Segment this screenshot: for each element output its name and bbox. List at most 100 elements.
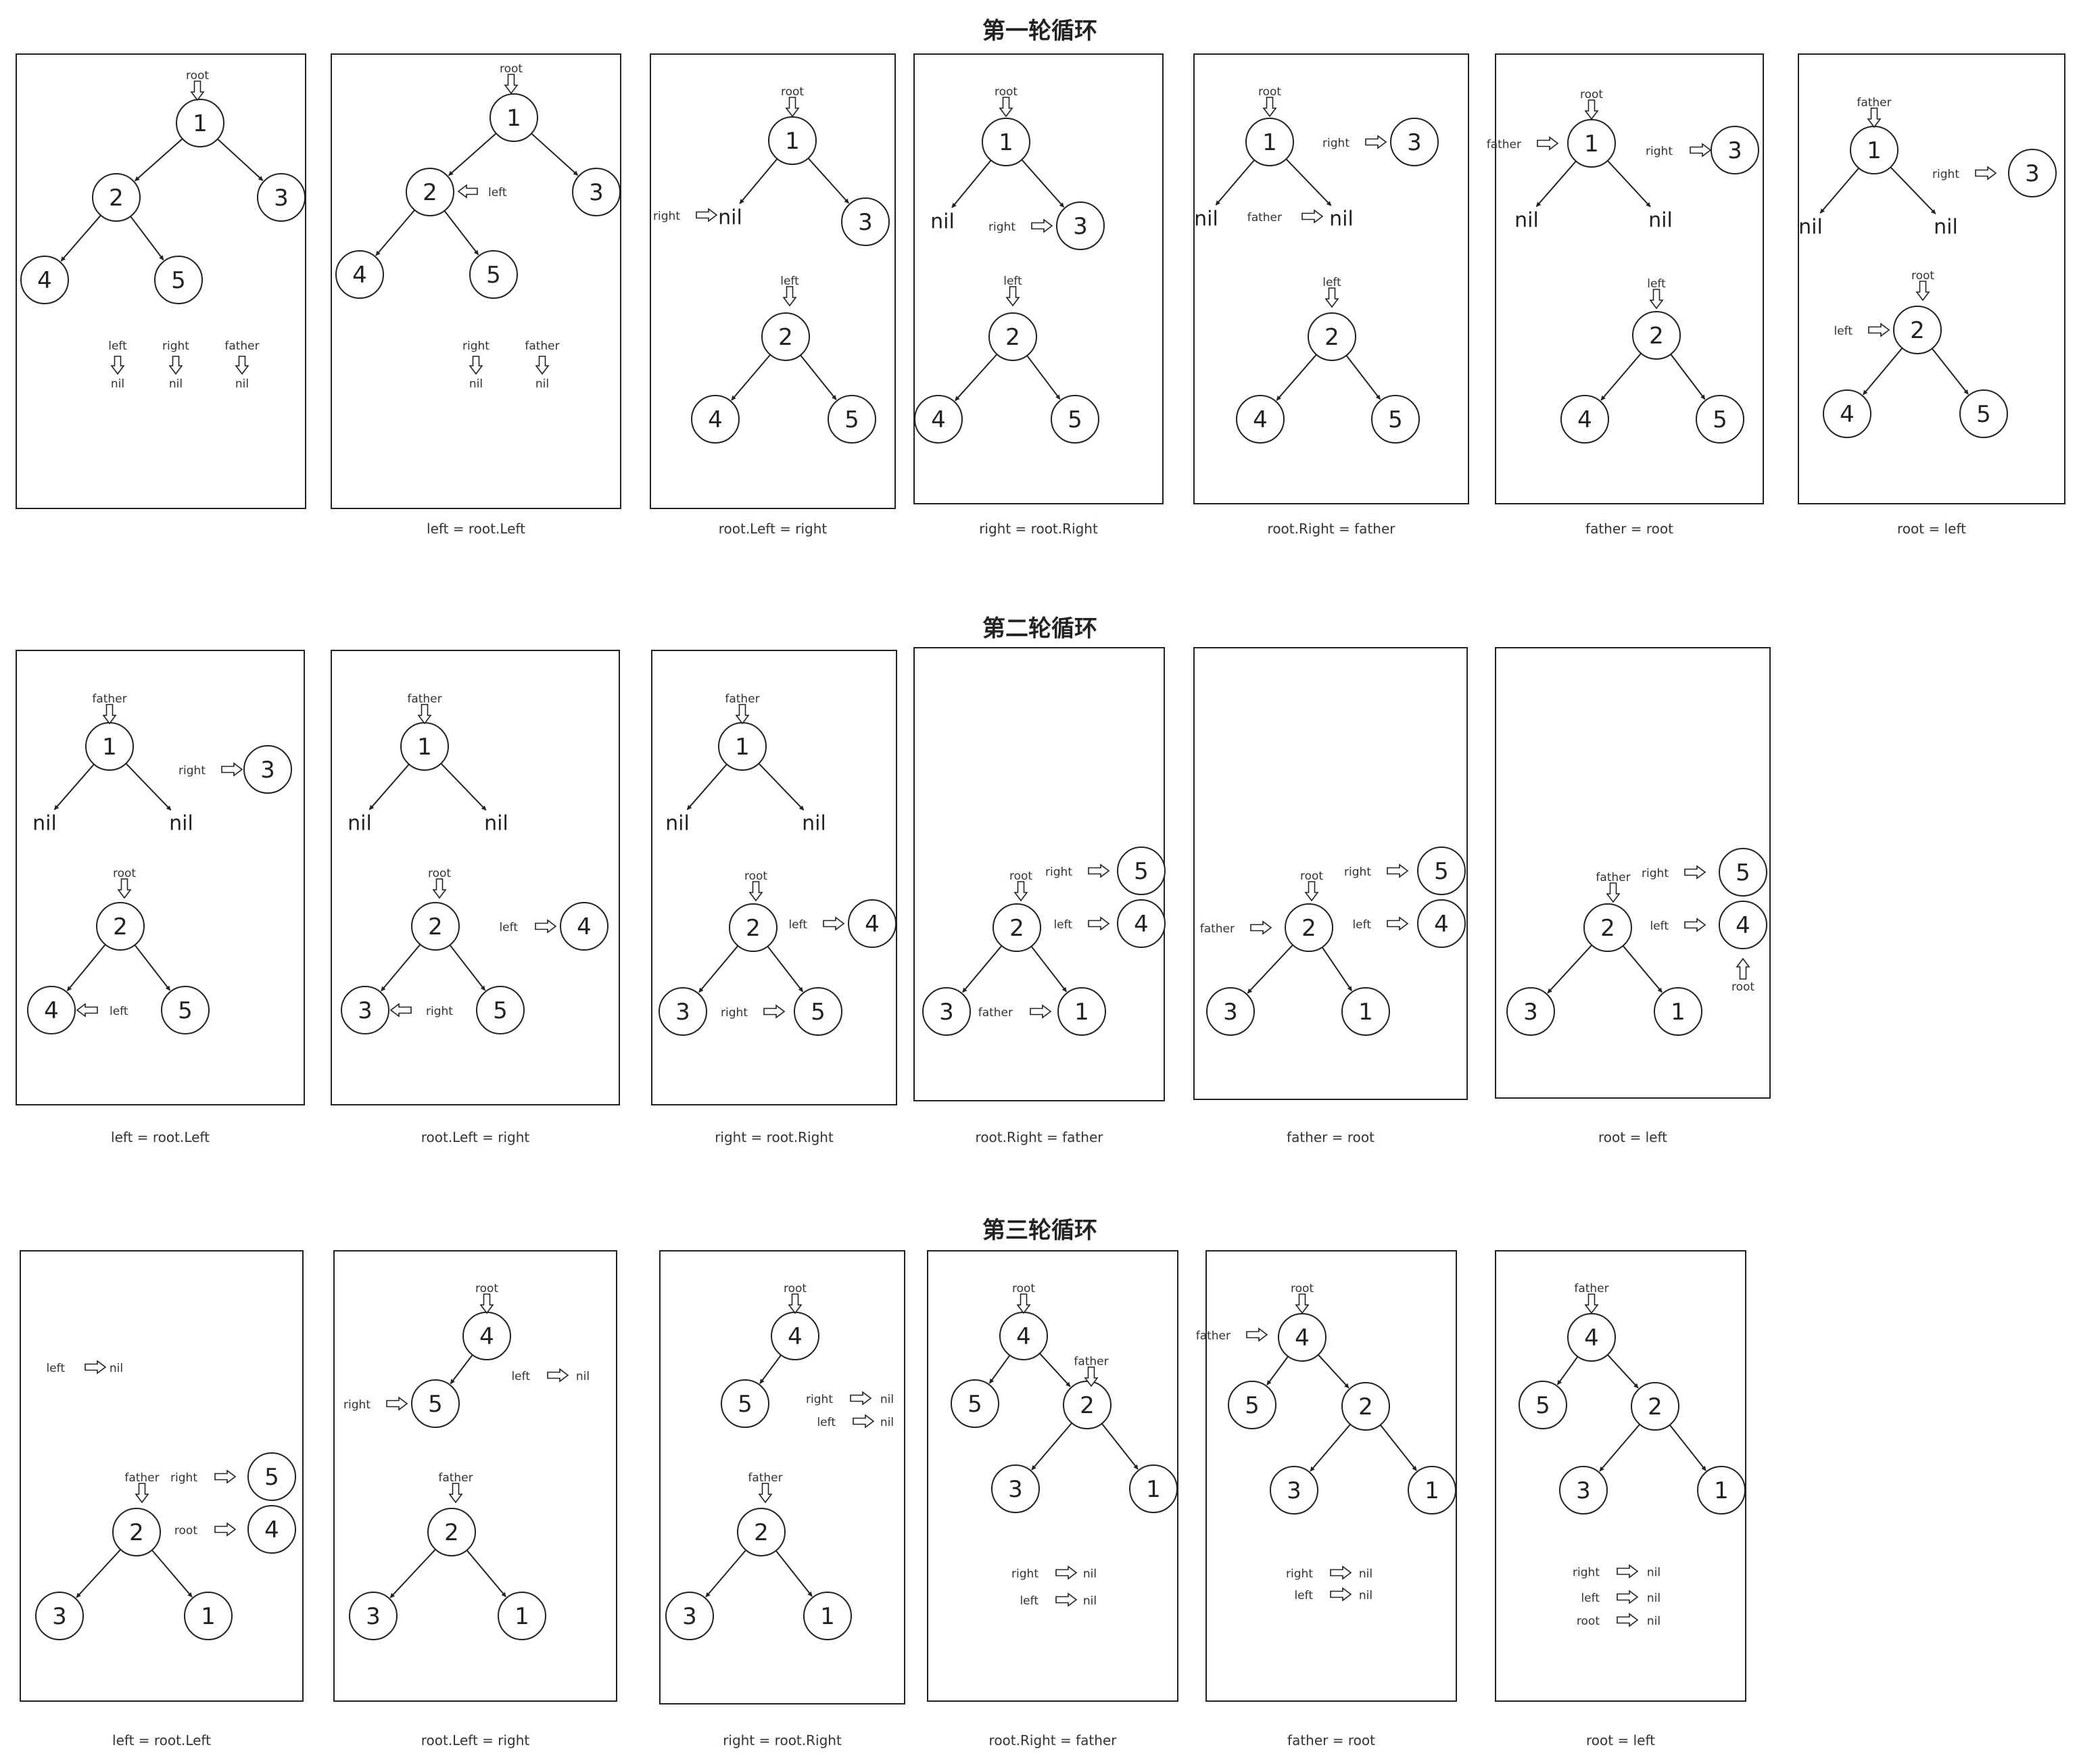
tree-node: 3 <box>1056 201 1105 250</box>
node-label: 2 <box>428 913 443 940</box>
node-label: 4 <box>1584 1325 1599 1352</box>
node-circle <box>1654 987 1702 1036</box>
pointer-label: father <box>1596 871 1630 884</box>
tree-node: 5 <box>1371 395 1420 444</box>
node-label: 2 <box>746 915 761 942</box>
node-circle <box>1417 899 1466 948</box>
pointer-label: father <box>224 339 259 353</box>
node-circle <box>691 395 740 444</box>
nil-target: nil <box>880 1393 894 1406</box>
node-circle <box>1893 306 1942 354</box>
round-title: 第二轮循环 <box>982 615 1097 642</box>
pointer-left: left <box>76 1003 128 1018</box>
node-circle <box>1236 395 1285 444</box>
hollow-arrow-icon <box>214 1522 237 1537</box>
tree-node: 1 <box>489 93 538 142</box>
node-label: 3 <box>939 999 954 1026</box>
node-circle <box>1129 1464 1178 1513</box>
nil-label: nil <box>1798 216 1823 239</box>
hollow-arrow-icon <box>788 1293 803 1314</box>
node-label: 2 <box>113 913 128 940</box>
step-caption: root = left <box>1586 1732 1655 1748</box>
tree-edge <box>389 1548 436 1598</box>
tree-node: 5 <box>1417 847 1466 895</box>
tree-node: 5 <box>161 986 210 1034</box>
node-circle <box>982 118 1030 166</box>
nil-target: nil <box>1083 1567 1097 1581</box>
step-caption: root.Left = right <box>421 1129 530 1145</box>
pointer-label: right <box>1286 1567 1313 1581</box>
node-circle <box>1390 118 1439 166</box>
pointer-label: left <box>511 1370 530 1383</box>
hollow-arrow-icon <box>1016 1293 1031 1314</box>
hollow-arrow-icon <box>748 881 763 902</box>
node-label: 4 <box>264 1517 279 1544</box>
pointer-father: father <box>407 692 442 725</box>
pointer-father: father <box>1196 1327 1268 1343</box>
tree-node: 4 <box>999 1312 1048 1360</box>
tree-edge <box>767 946 804 993</box>
tree-node: 1 <box>1697 1466 1746 1515</box>
pointer-label: father <box>525 339 559 353</box>
hollow-arrow-icon <box>785 97 800 118</box>
pointer-label: left <box>817 1416 836 1429</box>
tree-edge <box>440 763 487 811</box>
pointer-label: left <box>1003 275 1022 288</box>
tree-node: 4 <box>1560 395 1609 444</box>
step-caption: father = root <box>1585 521 1673 537</box>
node-label: 4 <box>1253 406 1268 433</box>
pointer-father: father <box>1247 209 1324 224</box>
tree-node: 4 <box>1236 395 1285 444</box>
node-label: 2 <box>444 1519 459 1546</box>
pointer-label: root <box>784 1282 807 1295</box>
node-label: 3 <box>1523 999 1538 1026</box>
hollow-arrow-icon <box>1868 323 1890 337</box>
tree-node: 3 <box>841 197 890 246</box>
tree-node: 1 <box>1654 987 1702 1036</box>
nil-target: nil <box>1359 1567 1372 1581</box>
pointer-root: root <box>784 1282 807 1314</box>
hollow-arrow-icon <box>1690 143 1712 158</box>
node-circle <box>20 256 69 304</box>
tree-node: 1 <box>1567 119 1616 168</box>
tree-edge <box>1600 352 1642 401</box>
node-label: 4 <box>931 406 946 433</box>
tree-node: 3 <box>1506 987 1555 1036</box>
pointer-root: root <box>174 1522 237 1537</box>
node-label: 5 <box>967 1391 982 1418</box>
hollow-arrow-icon <box>1684 917 1706 932</box>
tree-node: 1 <box>184 1592 233 1640</box>
pointer-label: root <box>186 69 209 82</box>
tree-node: 5 <box>476 986 525 1034</box>
pointer-father: father <box>1074 1355 1109 1387</box>
node-label: 5 <box>844 406 859 433</box>
tree-node: 2 <box>96 902 145 951</box>
tree-node: 1 <box>1129 1464 1178 1513</box>
pointer-label: father <box>438 1471 473 1485</box>
node-circle <box>1117 899 1166 948</box>
pointer-label: left <box>1650 920 1669 933</box>
node-circle <box>154 256 203 304</box>
hollow-arrow-icon <box>76 1003 98 1018</box>
step-caption: right = root.Right <box>715 1129 834 1145</box>
tree-node: 5 <box>411 1379 460 1428</box>
pointer-label: right <box>653 210 680 223</box>
pointer-label: root <box>500 62 523 76</box>
node-label: 3 <box>1223 999 1238 1026</box>
tree-edge <box>1931 348 1969 395</box>
pointer-label: right <box>1322 137 1349 150</box>
pointer-father: father <box>124 1471 160 1504</box>
pointer-root: root <box>500 62 523 95</box>
pointer-right: right <box>178 762 243 778</box>
tree-node: 3 <box>2008 149 2057 197</box>
step-caption: left = root.Left <box>112 1732 211 1748</box>
